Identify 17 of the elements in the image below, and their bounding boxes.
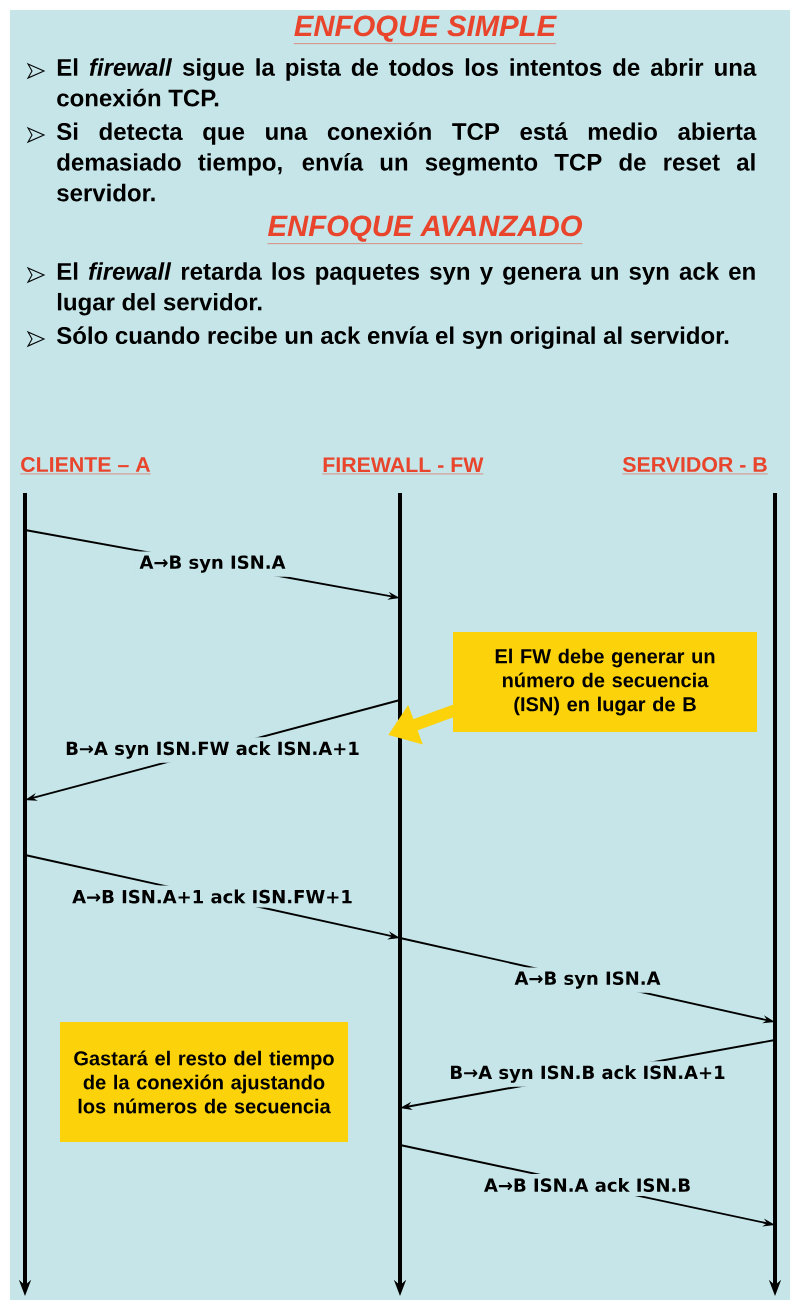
section-heading: ENFOQUE AVANZADO xyxy=(267,215,583,244)
message-label: A→B syn ISN.A xyxy=(510,967,665,993)
note-box: El FW debe generar un número de secuencia (ISN) en lugar de B xyxy=(453,632,757,732)
bullet-text: Si detecta que una conexión TCP está medio abierta demasiado tiempo, envía un segmento TCP de reset al servidor. xyxy=(56,122,757,202)
message-label: A→B ISN.A ack ISN.B xyxy=(479,1174,696,1196)
message-label: B→A syn ISN.FW ack ISN.A+1 xyxy=(61,737,364,763)
note-box: Gastará el resto del tiempo de la conexión ajustando los números de secuencia xyxy=(60,1022,348,1142)
section-heading: ENFOQUE SIMPLE xyxy=(293,15,557,44)
lifeline-header: CLIENTE – A xyxy=(20,456,151,475)
message-label: A→B ISN.A+1 ack ISN.FW+1 xyxy=(68,885,357,908)
bullet-text: El firewall retarda los paquetes syn y genera un syn ack en lugar del servidor. xyxy=(57,262,755,316)
bullet-text: El firewall sigue la pista de todos los intentos de abrir una conexión TCP. xyxy=(57,58,757,107)
message-label: B→A syn ISN.B ack ISN.A+1 xyxy=(445,1061,730,1087)
message-label: A→B syn ISN.A xyxy=(135,551,290,577)
bullet-text: Sólo cuando recibe un ack envía el syn original al servidor. xyxy=(56,326,729,349)
lifeline-header: SERVIDOR - B xyxy=(622,456,768,475)
lifeline-header: FIREWALL - FW xyxy=(322,457,484,475)
